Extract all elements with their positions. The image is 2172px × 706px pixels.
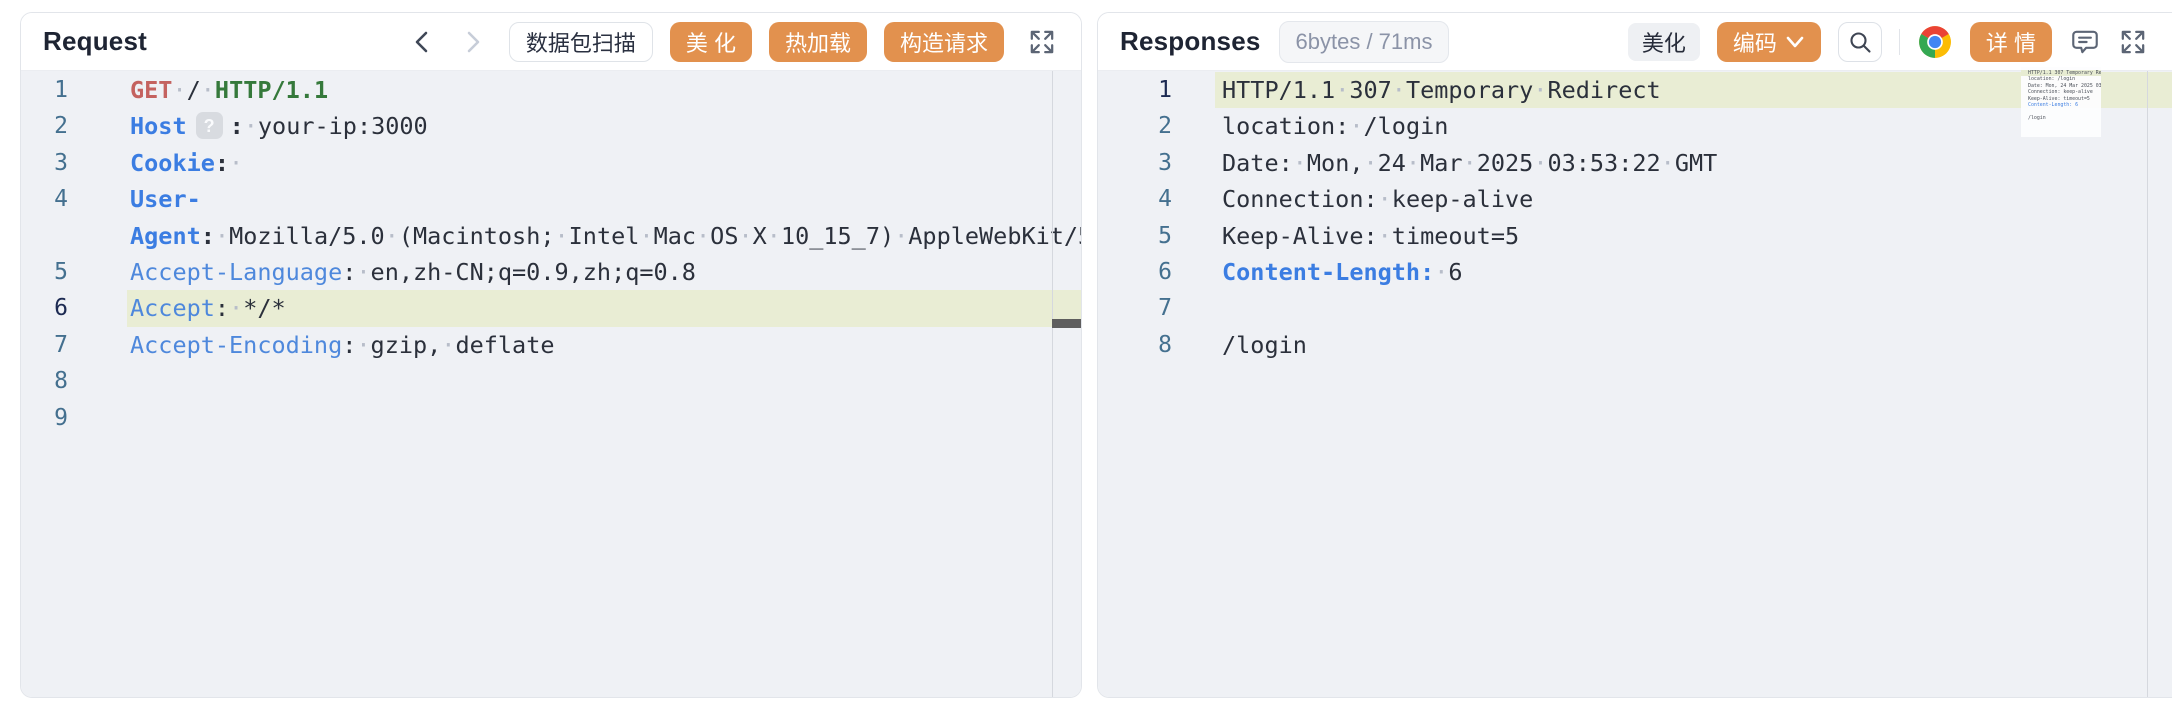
line-content: HTTP/1.1·307·Temporary·Redirect — [1215, 72, 2172, 109]
search-icon — [1847, 29, 1873, 55]
line-content: Connection:·keep-alive — [1222, 185, 1534, 214]
expand-icon[interactable] — [2118, 27, 2148, 57]
detail-button[interactable]: 详 情 — [1969, 21, 2052, 62]
line-number: 4 — [1158, 186, 1172, 213]
response-panel: Responses 6bytes / 71ms 美化 编码 — [1097, 12, 2172, 698]
response-panel-title: Responses — [1120, 26, 1261, 56]
code-line: 8/login — [1098, 327, 2172, 363]
encoding-dropdown-label: 编码 — [1732, 30, 1777, 56]
response-toolbar: 美化 编码 — [1627, 21, 2148, 62]
code-line: 1 GET·/·HTTP/1.1 — [21, 72, 1081, 108]
line-content — [1215, 290, 2172, 326]
line-content: location:·/login — [1222, 112, 1449, 141]
line-content: Accept-Encoding:·gzip,·deflate — [130, 330, 555, 359]
encoding-dropdown-button[interactable]: 编码 — [1716, 21, 1821, 62]
expand-icon[interactable] — [1027, 27, 1057, 57]
chevron-left-icon — [409, 27, 435, 57]
code-line: 4 User-Agent:·Mozilla/5.0·(Macintosh;·Int… — [21, 181, 1081, 254]
line-content: GET·/·HTTP/1.1 — [130, 76, 329, 104]
request-panel: Request 数据包扫描 美 化 热加载 构造请求 — [20, 12, 1082, 698]
minimap-line: Keep-Alive: timeout=5 — [2028, 95, 2090, 102]
next-packet-button[interactable] — [460, 27, 486, 57]
line-number: 3 — [54, 149, 68, 176]
line-content: Cookie:· — [130, 148, 244, 177]
code-line: 5 Keep-Alive:·timeout=5 — [1098, 218, 2172, 254]
code-line: 2 Host?:·your-ip:3000 — [21, 108, 1081, 144]
host-hint-badge[interactable]: ? — [195, 112, 223, 140]
line-content: User-Agent:·Mozilla/5.0·(Macintosh;·Inte… — [130, 185, 1081, 250]
code-line: 5 Accept-Language:·en,zh-CN;q=0.9,zh;q=0.… — [21, 254, 1081, 290]
search-button[interactable] — [1837, 21, 1882, 62]
minimap-line: /login — [2028, 114, 2046, 121]
code-line: 3 Date:·Mon,·24·Mar·2025·03:53:22·GMT — [1098, 145, 2172, 181]
minimap-line: Content-Length: 6 — [2028, 101, 2079, 108]
line-number: 3 — [1158, 149, 1172, 176]
chevron-down-icon — [1785, 35, 1805, 49]
code-line: 2 location:·/login — [1098, 108, 2172, 144]
code-line: 7 Accept-Encoding:·gzip,·deflate — [21, 327, 1081, 363]
line-number: 8 — [1158, 331, 1172, 358]
chevron-right-icon — [460, 27, 486, 57]
code-line: 6 Accept:·*/* — [21, 290, 1081, 327]
code-line: 3 Cookie:· — [21, 145, 1081, 181]
beautify-button[interactable]: 美化 — [1627, 22, 1700, 61]
response-editor[interactable]: 1 HTTP/1.1·307·Temporary·Redirect 2 locatio… — [1098, 71, 2172, 697]
line-number: 8 — [54, 368, 68, 395]
line-number: 6 — [54, 295, 68, 322]
line-content: Content-Length:·6 — [1222, 258, 1463, 287]
line-number: 7 — [54, 331, 68, 358]
chrome-icon[interactable] — [1917, 24, 1953, 60]
line-number: 2 — [54, 113, 68, 140]
line-number: 5 — [54, 259, 68, 286]
line-number: 6 — [1158, 259, 1172, 286]
line-content: Date:·Mon,·24·Mar·2025·03:53:22·GMT — [1222, 148, 1718, 177]
code-line: 6 Content-Length:·6 — [1098, 254, 2172, 290]
toolbar-divider — [1898, 28, 1900, 55]
response-header: Responses 6bytes / 71ms 美化 编码 — [1098, 13, 2172, 71]
request-panel-title: Request — [43, 26, 147, 56]
comment-icon[interactable] — [2069, 26, 2101, 58]
line-number: 5 — [1158, 222, 1172, 249]
line-content: Host?:·your-ip:3000 — [130, 112, 428, 141]
minimap-line: HTTP/1.1 307 Temporary Redirect — [2021, 70, 2101, 77]
line-number: 1 — [1158, 77, 1172, 103]
line-content: /login — [1222, 330, 1307, 359]
request-header: Request 数据包扫描 美 化 热加载 构造请求 — [21, 13, 1081, 71]
request-scrollbar-track — [1052, 71, 1053, 697]
request-scrollbar-selection-marker — [1052, 319, 1081, 328]
line-content — [127, 400, 1081, 436]
line-number: 7 — [1158, 295, 1172, 322]
code-line: 4 Connection:·keep-alive — [1098, 181, 2172, 217]
minimap-line: Date: Mon, 24 Mar 2025 03:53:22 GMT — [2028, 82, 2101, 89]
code-line: 7 — [1098, 290, 2172, 326]
request-editor[interactable]: 1 GET·/·HTTP/1.1 2 Host?:·your-ip:3000 3 Cook… — [21, 71, 1081, 697]
line-number: 9 — [54, 404, 68, 431]
beautify-button[interactable]: 美 化 — [669, 21, 752, 62]
line-content: Keep-Alive:·timeout=5 — [1222, 221, 1520, 250]
code-line: 9 — [21, 400, 1081, 436]
response-scrollbar-track — [2147, 71, 2148, 697]
line-content — [127, 363, 1081, 399]
code-line: 1 HTTP/1.1·307·Temporary·Redirect — [1098, 72, 2172, 109]
code-line: 8 — [21, 363, 1081, 399]
response-size-time-badge: 6bytes / 71ms — [1278, 20, 1450, 63]
line-content: Accept-Language:·en,zh-CN;q=0.9,zh;q=0.8 — [130, 258, 696, 287]
hot-reload-button[interactable]: 热加载 — [768, 21, 867, 62]
packet-scan-button[interactable]: 数据包扫描 — [508, 21, 653, 62]
line-content: Accept:·*/* — [127, 290, 1081, 327]
minimap-line: location: /login — [2028, 76, 2076, 83]
line-number: 2 — [1158, 113, 1172, 140]
minimap-line: Connection: keep-alive — [2028, 89, 2093, 96]
line-number: 1 — [54, 77, 68, 103]
line-number: 4 — [54, 186, 68, 213]
request-toolbar: 数据包扫描 美 化 热加载 构造请求 — [409, 21, 1057, 62]
prev-packet-button[interactable] — [409, 27, 435, 57]
construct-request-button[interactable]: 构造请求 — [883, 21, 1004, 62]
minimap[interactable]: HTTP/1.1 307 Temporary Redirectlocation:… — [2021, 67, 2101, 137]
